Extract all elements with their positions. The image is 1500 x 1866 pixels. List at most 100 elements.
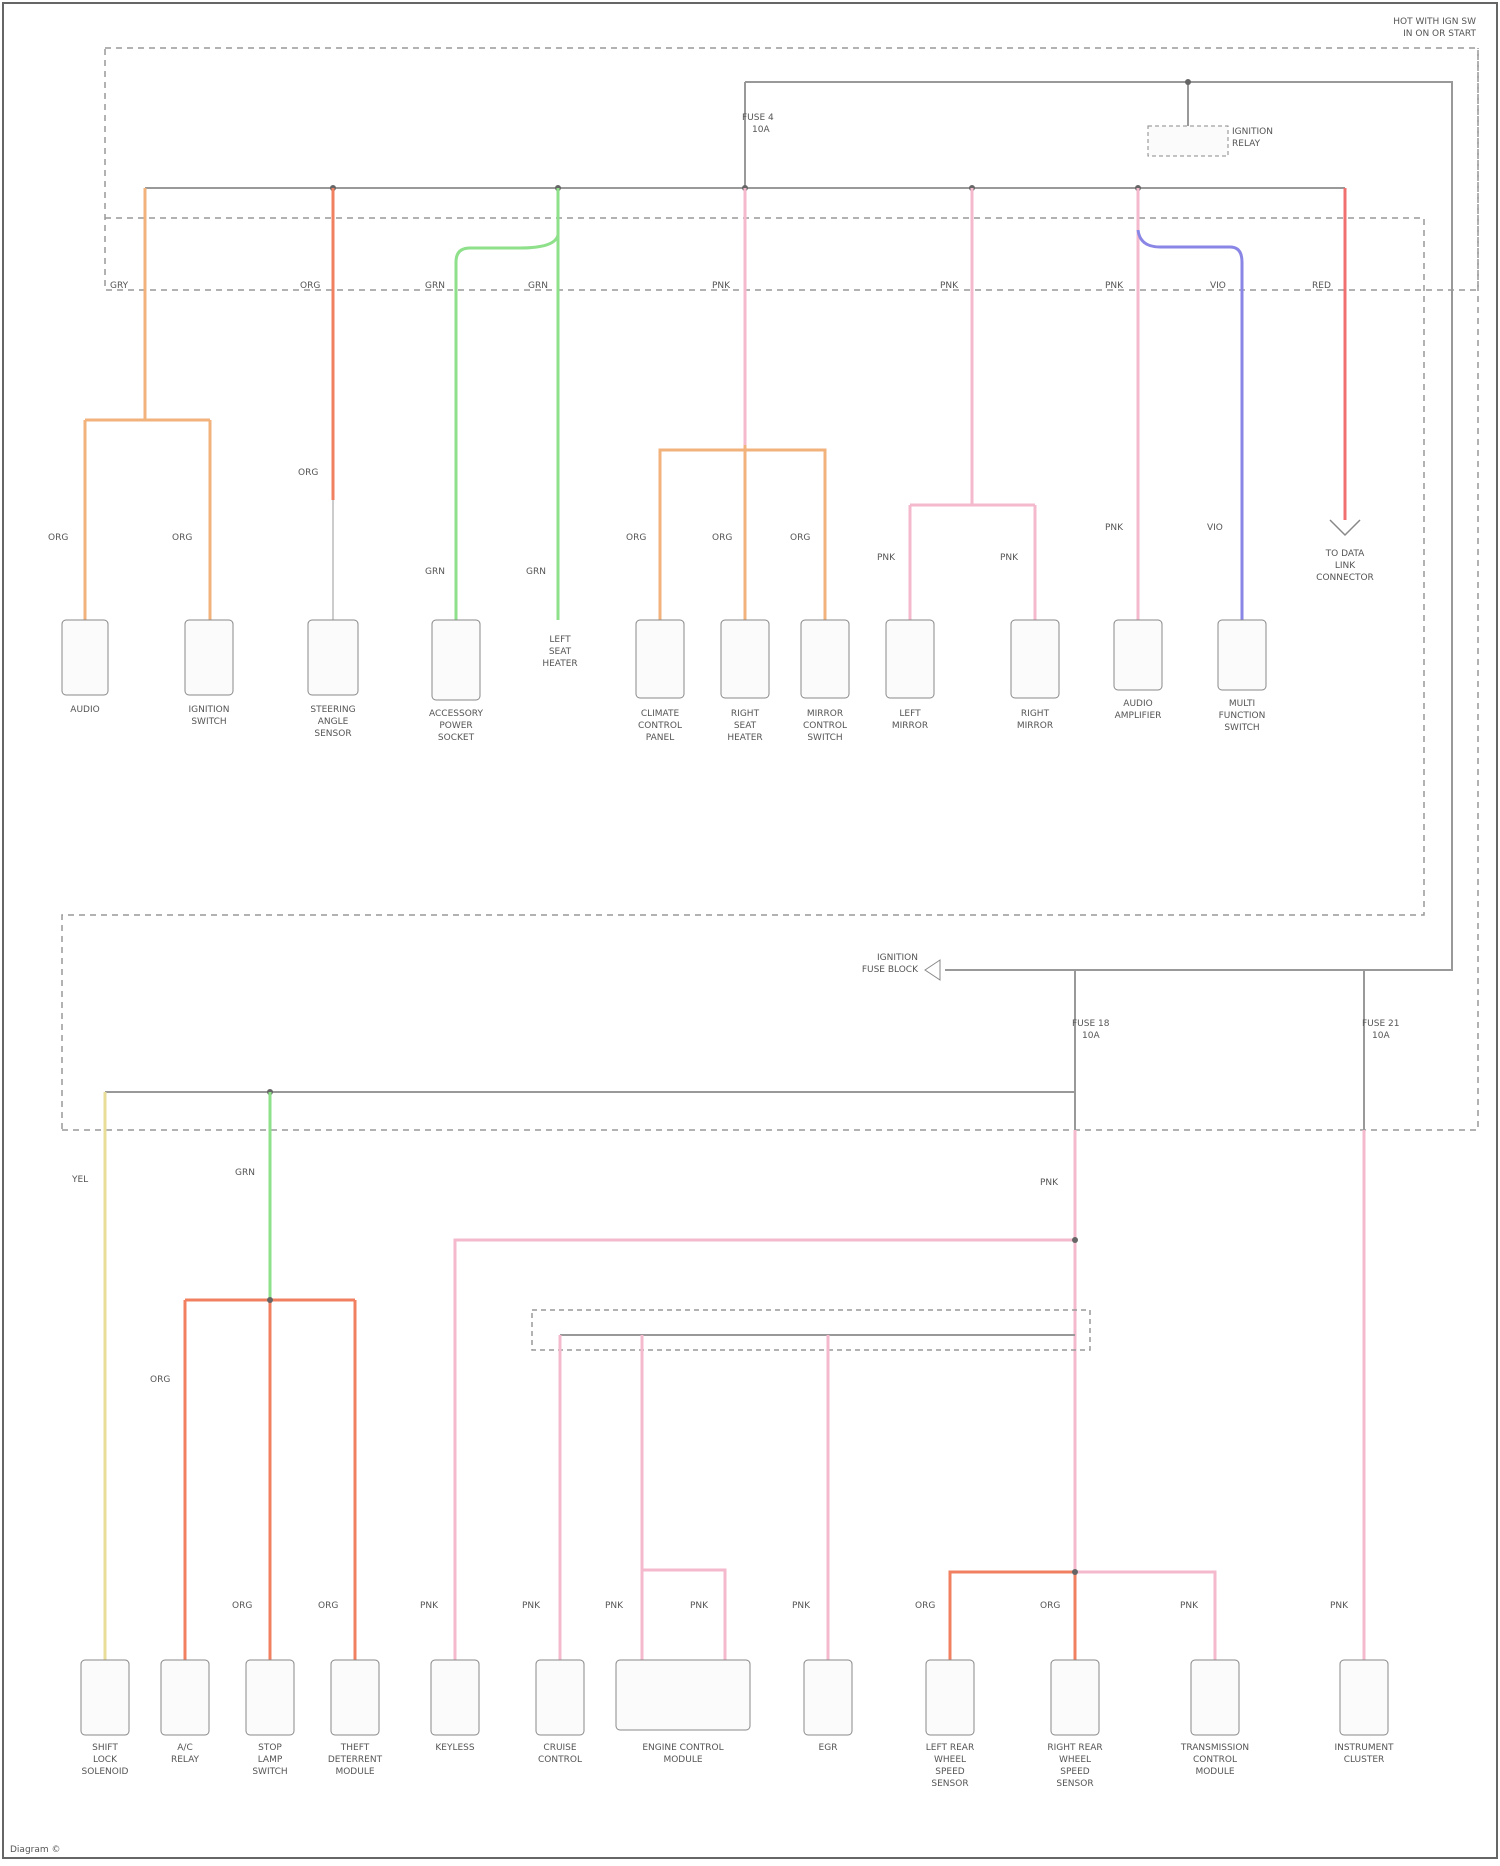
wire-audio-ign [85, 188, 210, 620]
svg-text:PNK: PNK [1330, 1601, 1349, 1611]
svg-text:GRN: GRN [425, 281, 445, 291]
data-link-note-2: LINK [1335, 561, 1356, 571]
accessory-note-1: LEFT [549, 635, 571, 645]
svg-text:STOP: STOP [258, 1743, 282, 1753]
wire-module-branches [560, 1335, 828, 1665]
fuse-block-connector-icon [925, 960, 940, 980]
wire-tcm [1075, 1572, 1215, 1665]
svg-text:ORG: ORG [298, 468, 318, 478]
svg-text:CLUSTER: CLUSTER [1344, 1755, 1385, 1765]
svg-text:VIO: VIO [1210, 281, 1226, 291]
svg-text:CRUISE: CRUISE [543, 1743, 576, 1753]
svg-text:RIGHT: RIGHT [1021, 709, 1050, 719]
wire-wheel-speed [950, 1572, 1075, 1665]
component-theft-deterrent: THEFT DETERRENT MODULE [328, 1660, 383, 1777]
component-ignition-switch: IGNITION SWITCH [185, 620, 233, 727]
svg-text:LAMP: LAMP [258, 1755, 283, 1765]
svg-text:PNK: PNK [1040, 1178, 1059, 1188]
svg-text:MULTI: MULTI [1229, 699, 1255, 709]
header-line-1: HOT WITH IGN SW [1393, 17, 1476, 27]
svg-text:CONTROL: CONTROL [538, 1755, 582, 1765]
diagram-border [3, 3, 1497, 1858]
accessory-note-3: HEATER [542, 659, 577, 669]
wire-ecm-pins [642, 1570, 725, 1665]
svg-text:ORG: ORG [48, 533, 68, 543]
fuse-b-label-2: 10A [1372, 1031, 1390, 1041]
svg-text:DETERRENT: DETERRENT [328, 1755, 383, 1765]
fuse-a-label-2: 10A [1082, 1031, 1100, 1041]
svg-text:SWITCH: SWITCH [807, 733, 842, 743]
relay-label-2: RELAY [1232, 139, 1261, 149]
component-right-rear-wss: RIGHT REAR WHEEL SPEED SENSOR [1047, 1660, 1102, 1789]
component-egr: EGR [804, 1660, 852, 1753]
svg-text:ORG: ORG [790, 533, 810, 543]
svg-text:SWITCH: SWITCH [1224, 723, 1259, 733]
footer-credit: Diagram © [10, 1845, 61, 1855]
svg-text:VIO: VIO [1207, 523, 1223, 533]
svg-text:GRY: GRY [110, 281, 129, 291]
svg-text:SEAT: SEAT [734, 721, 757, 731]
svg-text:ORG: ORG [915, 1601, 935, 1611]
data-link-arrow-icon [1330, 520, 1360, 535]
component-audio: AUDIO [62, 620, 108, 715]
wire-keyless [455, 1240, 1075, 1665]
component-accessory-socket: ACCESSORY POWER SOCKET [429, 620, 483, 743]
mid-label-2: FUSE BLOCK [862, 965, 919, 975]
component-instrument-cluster: INSTRUMENT CLUSTER [1334, 1660, 1394, 1765]
svg-text:CLIMATE: CLIMATE [641, 709, 680, 719]
svg-text:ORG: ORG [318, 1601, 338, 1611]
svg-text:ACCESSORY: ACCESSORY [429, 709, 483, 719]
bus-splices [330, 79, 1191, 191]
component-climate-control: CLIMATE CONTROL PANEL [636, 620, 684, 743]
svg-text:LEFT REAR: LEFT REAR [926, 1743, 974, 1753]
svg-text:ENGINE CONTROL: ENGINE CONTROL [642, 1743, 723, 1753]
svg-text:PNK: PNK [522, 1601, 541, 1611]
svg-text:SENSOR: SENSOR [931, 1779, 968, 1789]
svg-text:PNK: PNK [1105, 281, 1124, 291]
svg-text:PNK: PNK [1180, 1601, 1199, 1611]
svg-text:ORG: ORG [712, 533, 732, 543]
svg-text:GRN: GRN [526, 567, 546, 577]
svg-text:PNK: PNK [940, 281, 959, 291]
svg-text:TRANSMISSION: TRANSMISSION [1180, 1743, 1249, 1753]
fuse-b-label-1: FUSE 21 [1362, 1019, 1399, 1029]
svg-text:EGR: EGR [819, 1743, 838, 1753]
component-ac-relay: A/C RELAY [161, 1660, 209, 1765]
svg-text:ORG: ORG [300, 281, 320, 291]
svg-text:SWITCH: SWITCH [252, 1767, 287, 1777]
svg-text:CONTROL: CONTROL [638, 721, 682, 731]
component-right-seat-heater: RIGHT SEAT HEATER [721, 620, 769, 743]
svg-text:MODULE: MODULE [1195, 1767, 1234, 1777]
svg-text:IGNITION: IGNITION [189, 705, 230, 715]
svg-text:ORG: ORG [626, 533, 646, 543]
component-multi-function-switch: MULTI FUNCTION SWITCH [1218, 620, 1266, 733]
svg-text:MODULE: MODULE [663, 1755, 702, 1765]
top-components: AUDIO IGNITION SWITCH STEERING ANGLE SEN… [62, 620, 1266, 743]
svg-text:SENSOR: SENSOR [314, 729, 351, 739]
ignition-relay-box [1148, 126, 1228, 156]
wire-right-mirror [1138, 230, 1242, 620]
component-shift-lock: SHIFT LOCK SOLENOID [81, 1660, 129, 1777]
relay-label-1: IGNITION [1232, 127, 1273, 137]
bottom-components: SHIFT LOCK SOLENOID A/C RELAY STOP LAMP … [81, 1660, 1394, 1789]
component-cruise-control: CRUISE CONTROL [536, 1660, 584, 1765]
svg-text:RIGHT: RIGHT [731, 709, 760, 719]
svg-text:ORG: ORG [172, 533, 192, 543]
harness-outline-top [105, 48, 1478, 290]
svg-text:MIRROR: MIRROR [1017, 721, 1053, 731]
svg-text:SHIFT: SHIFT [92, 1743, 118, 1753]
svg-text:ORG: ORG [150, 1375, 170, 1385]
svg-text:ORG: ORG [232, 1601, 252, 1611]
svg-text:ANGLE: ANGLE [318, 717, 349, 727]
svg-text:AUDIO: AUDIO [70, 705, 99, 715]
header-line-2: IN ON OR START [1403, 29, 1476, 39]
svg-text:LEFT: LEFT [899, 709, 921, 719]
svg-text:A/C: A/C [177, 1743, 192, 1753]
harness-outline-bottom [62, 48, 1478, 1130]
svg-text:WHEEL: WHEEL [1059, 1755, 1091, 1765]
svg-text:GRN: GRN [528, 281, 548, 291]
svg-text:WHEEL: WHEEL [934, 1755, 966, 1765]
svg-text:PANEL: PANEL [646, 733, 674, 743]
fuse-left-label-1: FUSE 4 [742, 113, 774, 123]
data-link-note-3: CONNECTOR [1316, 573, 1374, 583]
